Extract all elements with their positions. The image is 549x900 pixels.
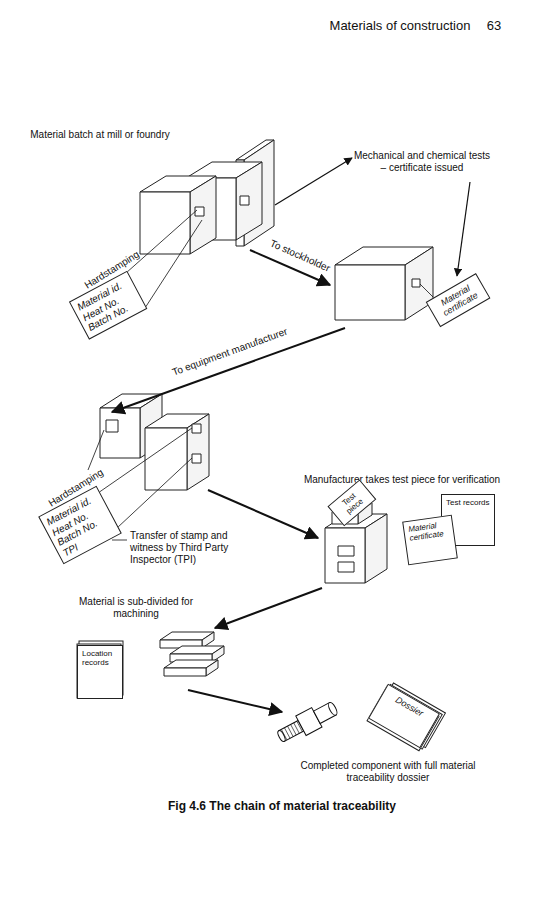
block-face [206, 660, 218, 676]
block-face [236, 162, 262, 240]
label: Material batch at mill or foundry [30, 129, 170, 141]
material-blocks [100, 140, 433, 676]
block-face [338, 562, 354, 572]
block-face [195, 207, 204, 216]
completed-component [274, 698, 340, 747]
block-face [240, 196, 249, 205]
record-card: Material certificate [426, 273, 491, 327]
thread-line [297, 721, 303, 732]
label: To stockholder [268, 237, 332, 274]
figure-caption: Fig 4.6 The chain of material traceabili… [168, 799, 396, 813]
card-text: Material certificate [408, 519, 450, 543]
block-face [192, 424, 201, 433]
label: Completed component with full material t… [298, 760, 478, 784]
label: Material is sub-divided for machining [71, 596, 201, 620]
block-face [325, 528, 365, 583]
block-face [412, 279, 420, 287]
label: Manufacturer takes test piece for verifi… [304, 474, 500, 486]
block-face [187, 414, 209, 490]
card-text: Location records [82, 649, 118, 667]
leader-lines [88, 210, 436, 540]
label: 63 [487, 18, 501, 34]
card-text: Material certificate [432, 279, 484, 321]
block-face [106, 420, 118, 432]
record-card: Material id. Heat No. Batch No. [69, 271, 147, 340]
block-face [190, 176, 216, 254]
block-face [338, 546, 354, 556]
block-face [100, 408, 140, 458]
flow-arrows [112, 158, 470, 712]
card-text: Test records [446, 498, 490, 507]
block-face [192, 454, 201, 463]
block-face [335, 265, 405, 320]
record-card: Material certificate [402, 515, 458, 566]
label: Mechanical and chemical tests – certific… [352, 150, 492, 174]
block-face [145, 428, 187, 490]
block-face [365, 514, 387, 583]
sheet-stacks [77, 641, 445, 753]
label: Materials of construction [330, 18, 471, 34]
record-card: Location records [77, 645, 123, 699]
block-face [164, 668, 206, 676]
label: Transfer of stamp and witness by Third P… [130, 530, 254, 566]
